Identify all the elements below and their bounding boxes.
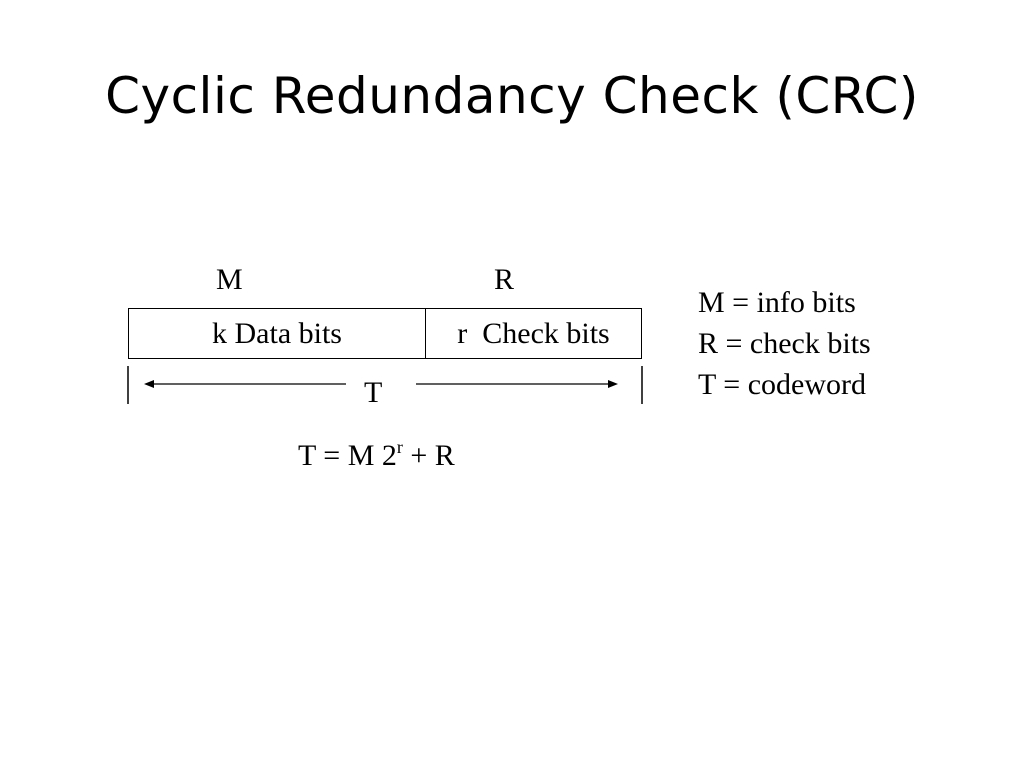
legend-item-t: T = codeword — [698, 368, 866, 401]
slide-title: Cyclic Redundancy Check (CRC) — [105, 67, 919, 125]
remainder-label: R — [494, 263, 515, 296]
crc-formula: T = M 2r + R — [298, 438, 455, 474]
legend-item-r: R = check bits — [698, 327, 871, 360]
codeword-box: k Data bits r Check bits — [128, 308, 642, 359]
formula-exponent: r — [396, 437, 403, 457]
codeword-span-label: T — [364, 376, 383, 409]
formula-lhs: T = M 2 — [298, 439, 397, 472]
message-label: M — [216, 263, 243, 296]
codeword-span-arrow — [127, 366, 643, 404]
legend-item-m: M = info bits — [698, 286, 856, 319]
data-bits-segment: k Data bits — [129, 309, 426, 358]
check-bits-segment: r Check bits — [457, 316, 610, 350]
legend: M = info bits R = check bits T = codewor… — [698, 282, 871, 405]
right-arrowhead-icon — [608, 380, 618, 388]
formula-rhs: + R — [402, 439, 455, 472]
left-arrowhead-icon — [144, 380, 154, 388]
